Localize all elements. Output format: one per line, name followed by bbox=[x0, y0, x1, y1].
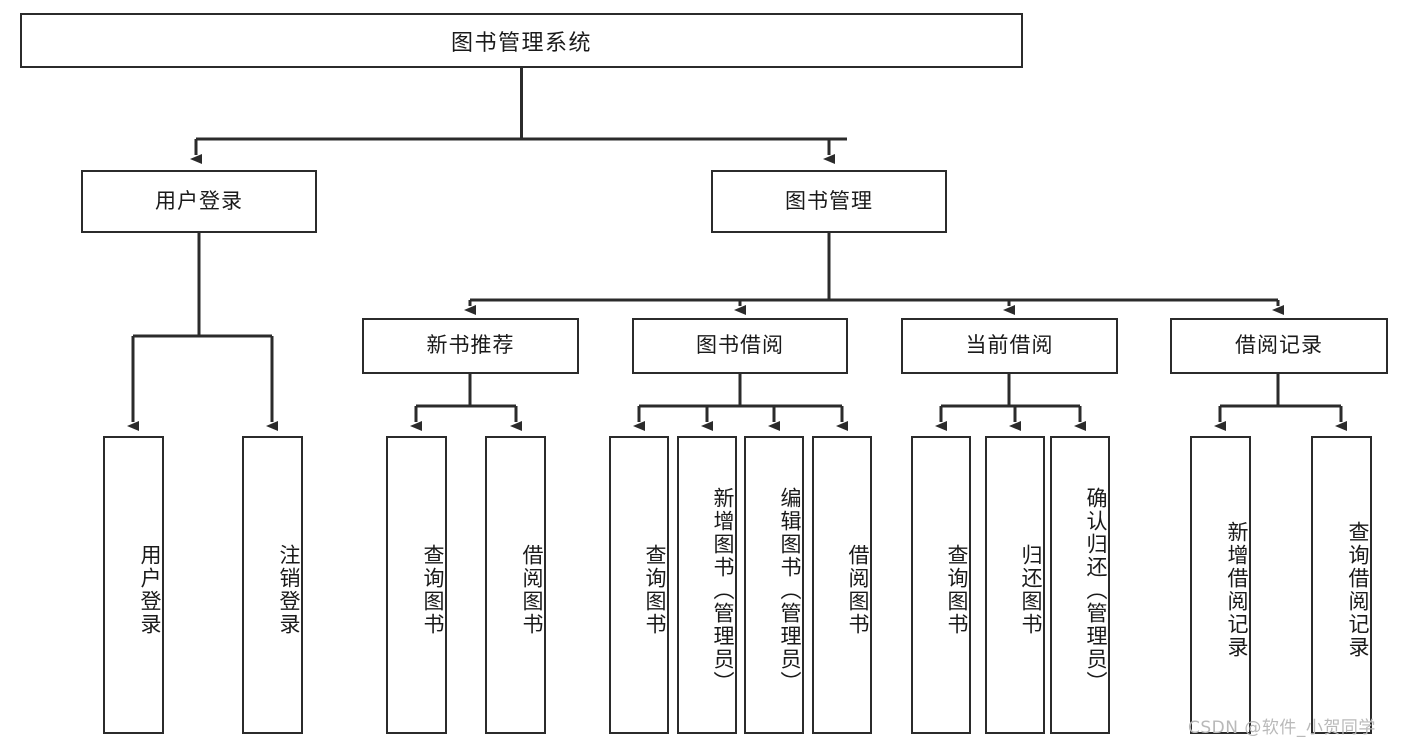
connector-group-new-book-recommend bbox=[410, 374, 522, 431]
node-borrow-record[interactable]: 借阅记录 bbox=[1170, 318, 1388, 374]
node-leaf-query-book-bor[interactable]: 查询图书 bbox=[609, 436, 669, 734]
node-book-manage[interactable]: 图书管理 bbox=[711, 170, 947, 233]
node-leaf-query-book-bor-label: 查询图书 bbox=[643, 544, 667, 636]
node-root-system[interactable]: 图书管理系统 bbox=[20, 13, 1023, 68]
node-leaf-edit-book-label: 编辑图书（管理员） bbox=[778, 486, 802, 694]
node-leaf-confirm-return[interactable]: 确认归还（管理员） bbox=[1050, 436, 1110, 734]
node-new-book-recommend-label: 新书推荐 bbox=[426, 333, 515, 358]
node-leaf-query-record[interactable]: 查询借阅记录 bbox=[1311, 436, 1372, 734]
connector-group-book-manage bbox=[464, 233, 1284, 315]
node-leaf-edit-book[interactable]: 编辑图书（管理员） bbox=[744, 436, 804, 734]
node-leaf-return-book[interactable]: 归还图书 bbox=[985, 436, 1045, 734]
node-leaf-return-book-label: 归还图书 bbox=[1019, 544, 1043, 636]
node-leaf-add-record-label: 新增借阅记录 bbox=[1225, 521, 1249, 659]
node-leaf-add-record[interactable]: 新增借阅记录 bbox=[1190, 436, 1251, 734]
node-root-label: 图书管理系统 bbox=[450, 30, 592, 56]
node-leaf-query-book-cur-label: 查询图书 bbox=[945, 544, 969, 636]
node-leaf-borrow-book-rec[interactable]: 借阅图书 bbox=[485, 436, 546, 734]
node-user-login[interactable]: 用户登录 bbox=[81, 170, 317, 233]
node-book-borrow[interactable]: 图书借阅 bbox=[632, 318, 848, 374]
node-leaf-borrow-book-rec-label: 借阅图书 bbox=[520, 544, 544, 636]
connector-group-user-login bbox=[127, 233, 278, 431]
node-leaf-logout-label: 注销登录 bbox=[277, 544, 301, 636]
node-borrow-record-label: 借阅记录 bbox=[1235, 333, 1323, 358]
node-book-borrow-label: 图书借阅 bbox=[696, 333, 784, 358]
node-leaf-add-book[interactable]: 新增图书（管理员） bbox=[677, 436, 737, 734]
node-leaf-user-login[interactable]: 用户登录 bbox=[103, 436, 164, 734]
node-leaf-query-book-rec-label: 查询图书 bbox=[421, 544, 445, 636]
node-leaf-user-login-label: 用户登录 bbox=[138, 544, 162, 636]
node-leaf-logout[interactable]: 注销登录 bbox=[242, 436, 303, 734]
node-leaf-borrow-book-bor-label: 借阅图书 bbox=[846, 544, 870, 636]
node-leaf-query-record-label: 查询借阅记录 bbox=[1346, 521, 1370, 659]
connector-group-borrow-record bbox=[1214, 374, 1347, 431]
node-new-book-recommend[interactable]: 新书推荐 bbox=[362, 318, 579, 374]
node-leaf-borrow-book-bor[interactable]: 借阅图书 bbox=[812, 436, 872, 734]
node-book-manage-label: 图书管理 bbox=[785, 188, 873, 213]
connector-group-book-borrow bbox=[633, 374, 848, 431]
connector-group-current-borrow bbox=[935, 374, 1086, 431]
node-leaf-confirm-return-label: 确认归还（管理员） bbox=[1084, 486, 1108, 694]
node-current-borrow[interactable]: 当前借阅 bbox=[901, 318, 1118, 374]
node-current-borrow-label: 当前借阅 bbox=[965, 333, 1054, 358]
node-leaf-query-book-cur[interactable]: 查询图书 bbox=[911, 436, 971, 734]
connector-group-root bbox=[190, 68, 847, 164]
node-user-login-label: 用户登录 bbox=[155, 188, 243, 213]
node-leaf-query-book-rec[interactable]: 查询图书 bbox=[386, 436, 447, 734]
node-leaf-add-book-label: 新增图书（管理员） bbox=[711, 486, 735, 694]
